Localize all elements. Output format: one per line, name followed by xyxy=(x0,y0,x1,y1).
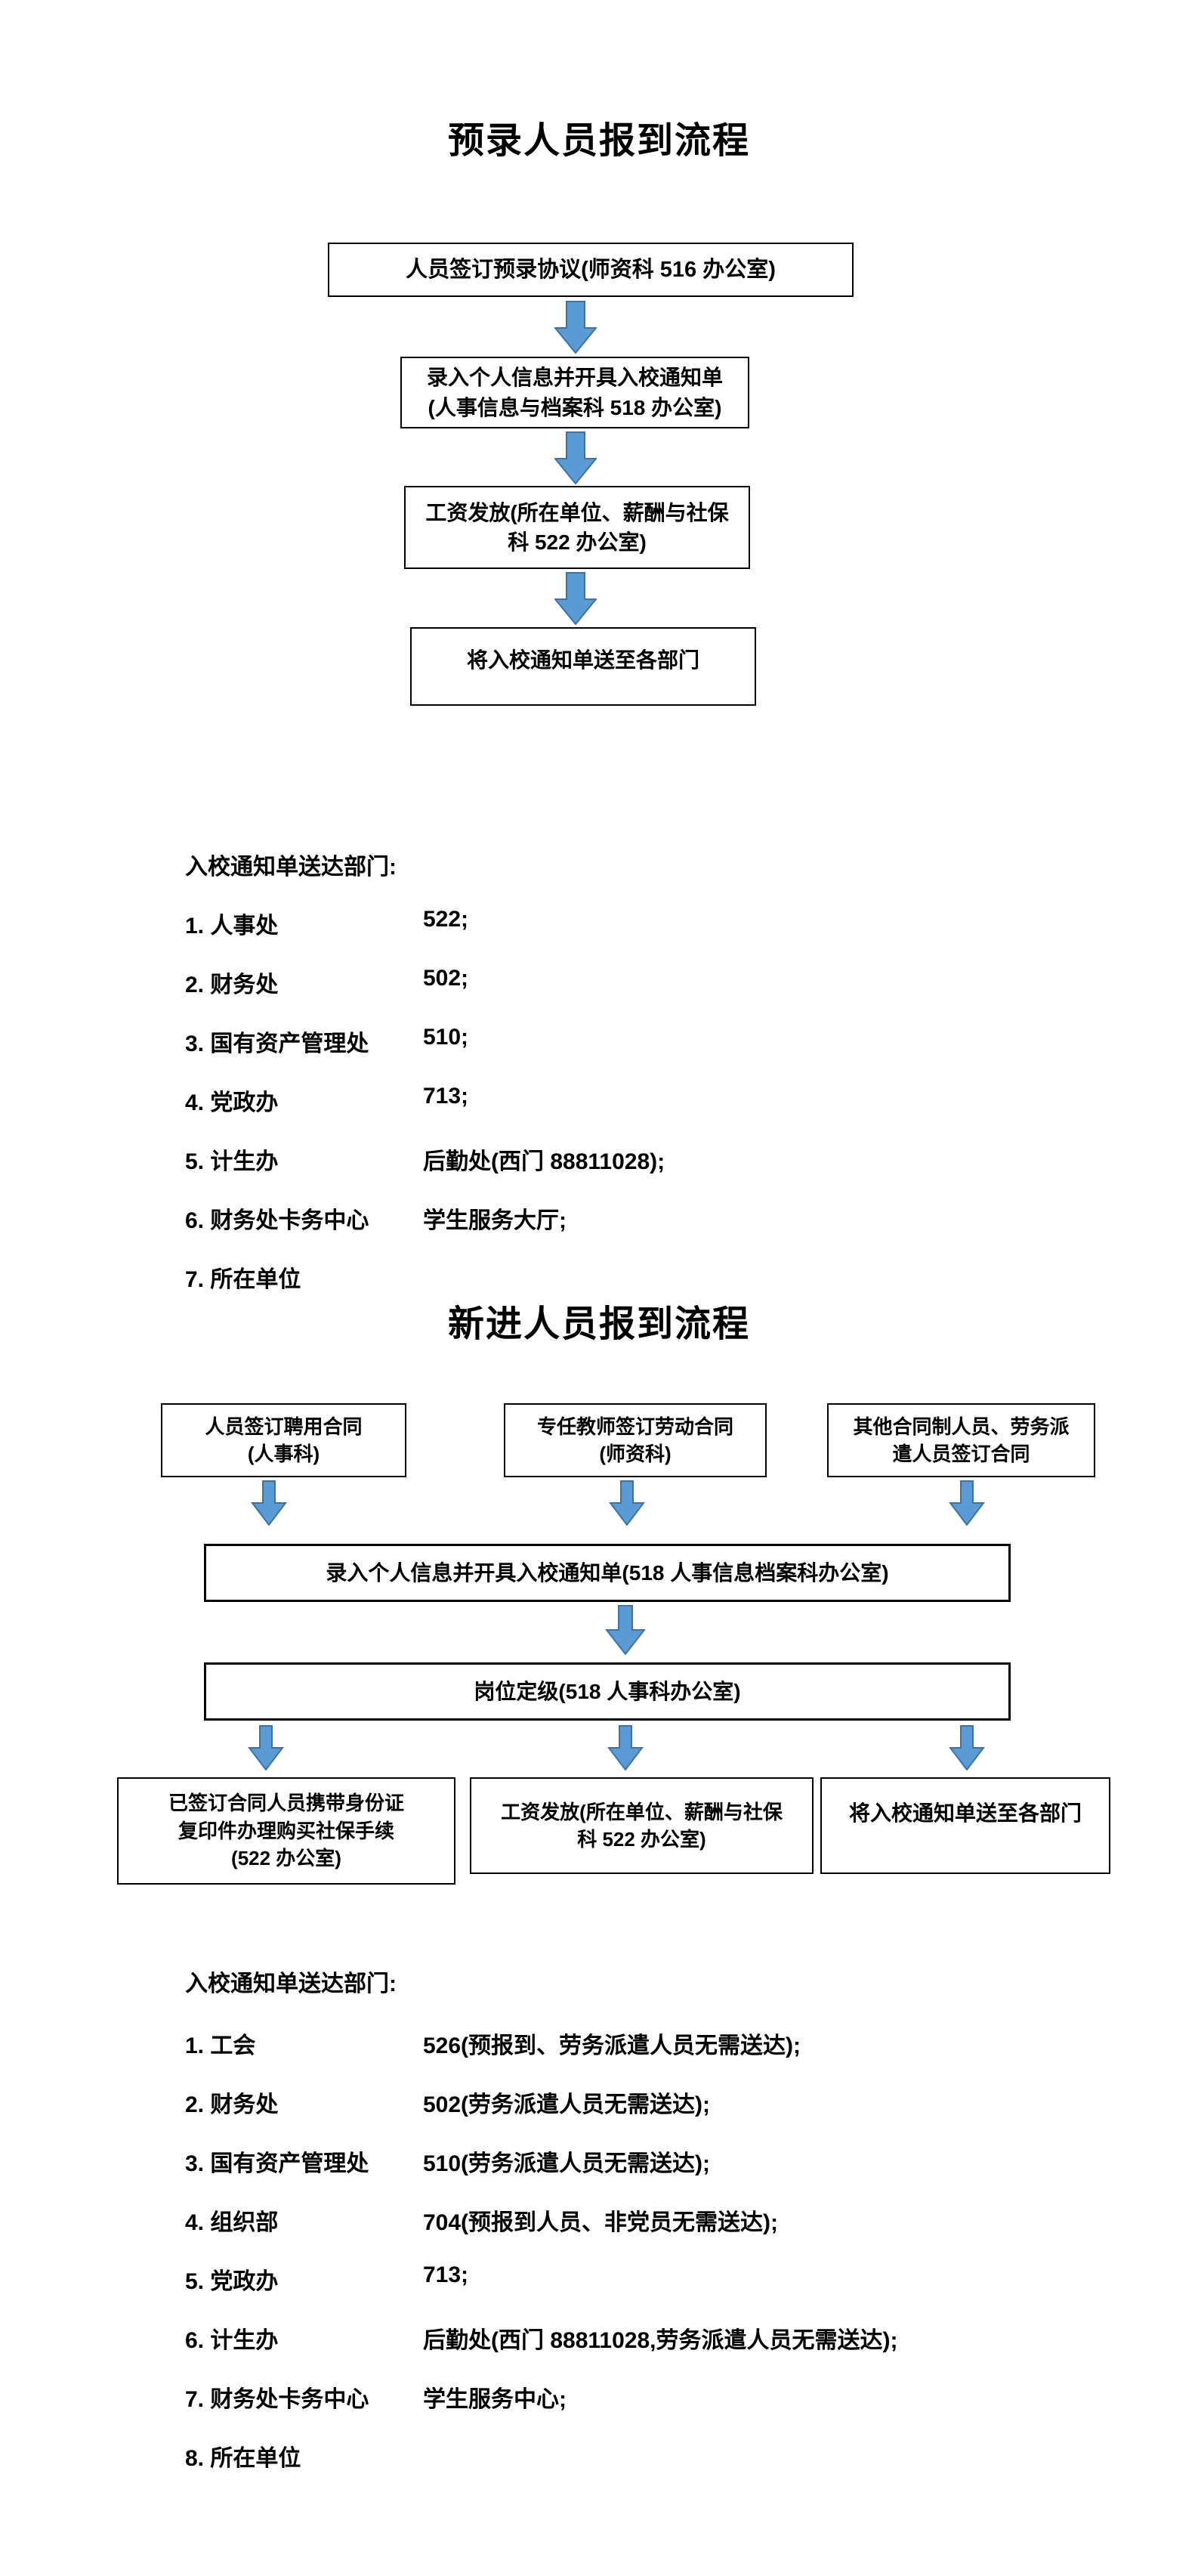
list-item: 3. 国有资产管理处 510(劳务派遣人员无需送达); xyxy=(185,2145,1152,2176)
list-item-location: 学生服务中心; xyxy=(423,2387,567,2412)
list-item-location: 学生服务大厅; xyxy=(423,1208,567,1233)
flow2-title: 新进人员报到流程 xyxy=(447,1304,750,1344)
flow2-box-enter-info: 录入个人信息并开具入校通知单(518 人事信息档案科办公室) xyxy=(204,1544,1011,1602)
list-item: 1. 工会 526(预报到、劳务派遣人员无需送达); xyxy=(185,2027,1152,2058)
list-item-label: 5. 计生办 xyxy=(185,1149,279,1174)
list-header: 入校通知单送达部门: xyxy=(185,848,1152,880)
list-item: 5. 计生办 后勤处(西门 88811028); xyxy=(185,1143,1152,1174)
list-item-label: 6. 计生办 xyxy=(185,2328,279,2353)
down-arrow-icon xyxy=(554,572,597,625)
down-arrow-icon xyxy=(606,1605,645,1655)
list-item: 3. 国有资产管理处 510; xyxy=(185,1025,1152,1056)
down-arrow-icon xyxy=(949,1725,985,1770)
list-item-label: 5. 党政办 xyxy=(185,2269,279,2294)
down-arrow-icon xyxy=(607,1725,644,1770)
list-item-location: 704(预报到人员、非党员无需送达); xyxy=(423,2210,779,2235)
list-item-label: 2. 财务处 xyxy=(185,2092,279,2117)
list-header-text: 入校通知单送达部门: xyxy=(185,1971,397,1996)
list-item-label: 2. 财务处 xyxy=(185,973,279,997)
down-arrow-icon xyxy=(609,1480,645,1526)
list-item: 6. 财务处卡务中心 学生服务大厅; xyxy=(185,1201,1152,1233)
list-item-label: 1. 人事处 xyxy=(185,914,279,939)
list-item-location: 510; xyxy=(423,1025,469,1050)
flow1-box-salary: 工资发放(所在单位、薪酬与社保 科 522 办公室) xyxy=(404,486,750,569)
list-item-label: 3. 国有资产管理处 xyxy=(185,1031,369,1056)
list-item-location: 526(预报到、劳务派遣人员无需送达); xyxy=(423,2033,801,2058)
list-item: 2. 财务处 502; xyxy=(185,966,1152,997)
flow1-box-deliver-notice: 将入校通知单送至各部门 xyxy=(410,627,756,706)
down-arrow-icon xyxy=(554,431,597,484)
flow2-box-other-contract: 其他合同制人员、劳务派 遣人员签订合同 xyxy=(827,1403,1095,1477)
list-item: 7. 所在单位 xyxy=(185,1260,1152,1292)
list-item: 8. 所在单位 xyxy=(185,2439,1152,2471)
list-item-label: 3. 国有资产管理处 xyxy=(185,2151,369,2176)
list-item: 5. 党政办 713; xyxy=(185,2262,1152,2294)
list-item-label: 4. 党政办 xyxy=(185,1090,279,1115)
flow2-box-teacher-contract: 专任教师签订劳动合同 (师资科) xyxy=(504,1403,767,1477)
list-item: 2. 财务处 502(劳务派遣人员无需送达); xyxy=(185,2086,1152,2117)
list-item-label: 7. 所在单位 xyxy=(185,1267,301,1292)
list-item-label: 6. 财务处卡务中心 xyxy=(185,1208,369,1233)
flow2-box-social-insurance: 已签订合同人员携带身份证 复印件办理购买社保手续 (522 办公室) xyxy=(117,1777,455,1885)
flow2-box-employment-contract: 人员签订聘用合同 (人事科) xyxy=(161,1403,406,1477)
list-item-location: 后勤处(西门 88811028); xyxy=(423,1149,665,1174)
down-arrow-icon xyxy=(949,1480,985,1526)
list-item-location: 502(劳务派遣人员无需送达); xyxy=(423,2092,711,2117)
list-item-location: 713; xyxy=(423,2262,469,2287)
list-item-location: 后勤处(西门 88811028,劳务派遣人员无需送达); xyxy=(423,2328,898,2353)
list-item-location: 502; xyxy=(423,966,469,991)
list-item: 7. 财务处卡务中心 学生服务中心; xyxy=(185,2380,1152,2412)
list-item-label: 1. 工会 xyxy=(185,2033,256,2058)
flow1-box-enter-info: 录入个人信息并开具入校通知单 (人事信息与档案科 518 办公室) xyxy=(400,357,749,428)
down-arrow-icon xyxy=(248,1725,284,1770)
list-item: 4. 党政办 713; xyxy=(185,1084,1152,1115)
list-item-label: 8. 所在单位 xyxy=(185,2446,301,2471)
flow2-box-salary: 工资发放(所在单位、薪酬与社保 科 522 办公室) xyxy=(470,1777,814,1874)
flow2-box-deliver-notice: 将入校通知单送至各部门 xyxy=(820,1777,1110,1874)
list-item-label: 7. 财务处卡务中心 xyxy=(185,2387,369,2412)
down-arrow-icon xyxy=(554,301,597,354)
down-arrow-icon xyxy=(251,1480,287,1526)
flow1-box-sign-preagreement: 人员签订预录协议(师资科 516 办公室) xyxy=(328,243,854,297)
list-item-location: 510(劳务派遣人员无需送达); xyxy=(423,2151,711,2176)
list-item: 1. 人事处 522; xyxy=(185,907,1152,939)
list-header: 入校通知单送达部门: xyxy=(185,1965,1152,1996)
list-item: 6. 计生办 后勤处(西门 88811028,劳务派遣人员无需送达); xyxy=(185,2321,1152,2353)
list-item: 4. 组织部 704(预报到人员、非党员无需送达); xyxy=(185,2203,1152,2235)
list-header-text: 入校通知单送达部门: xyxy=(185,855,397,880)
flow1-title: 预录人员报到流程 xyxy=(447,121,750,161)
list-item-location: 522; xyxy=(423,907,469,932)
flow2-box-grade: 岗位定级(518 人事科办公室) xyxy=(204,1662,1011,1721)
list-item-location: 713; xyxy=(423,1084,469,1109)
list-item-label: 4. 组织部 xyxy=(185,2210,279,2235)
